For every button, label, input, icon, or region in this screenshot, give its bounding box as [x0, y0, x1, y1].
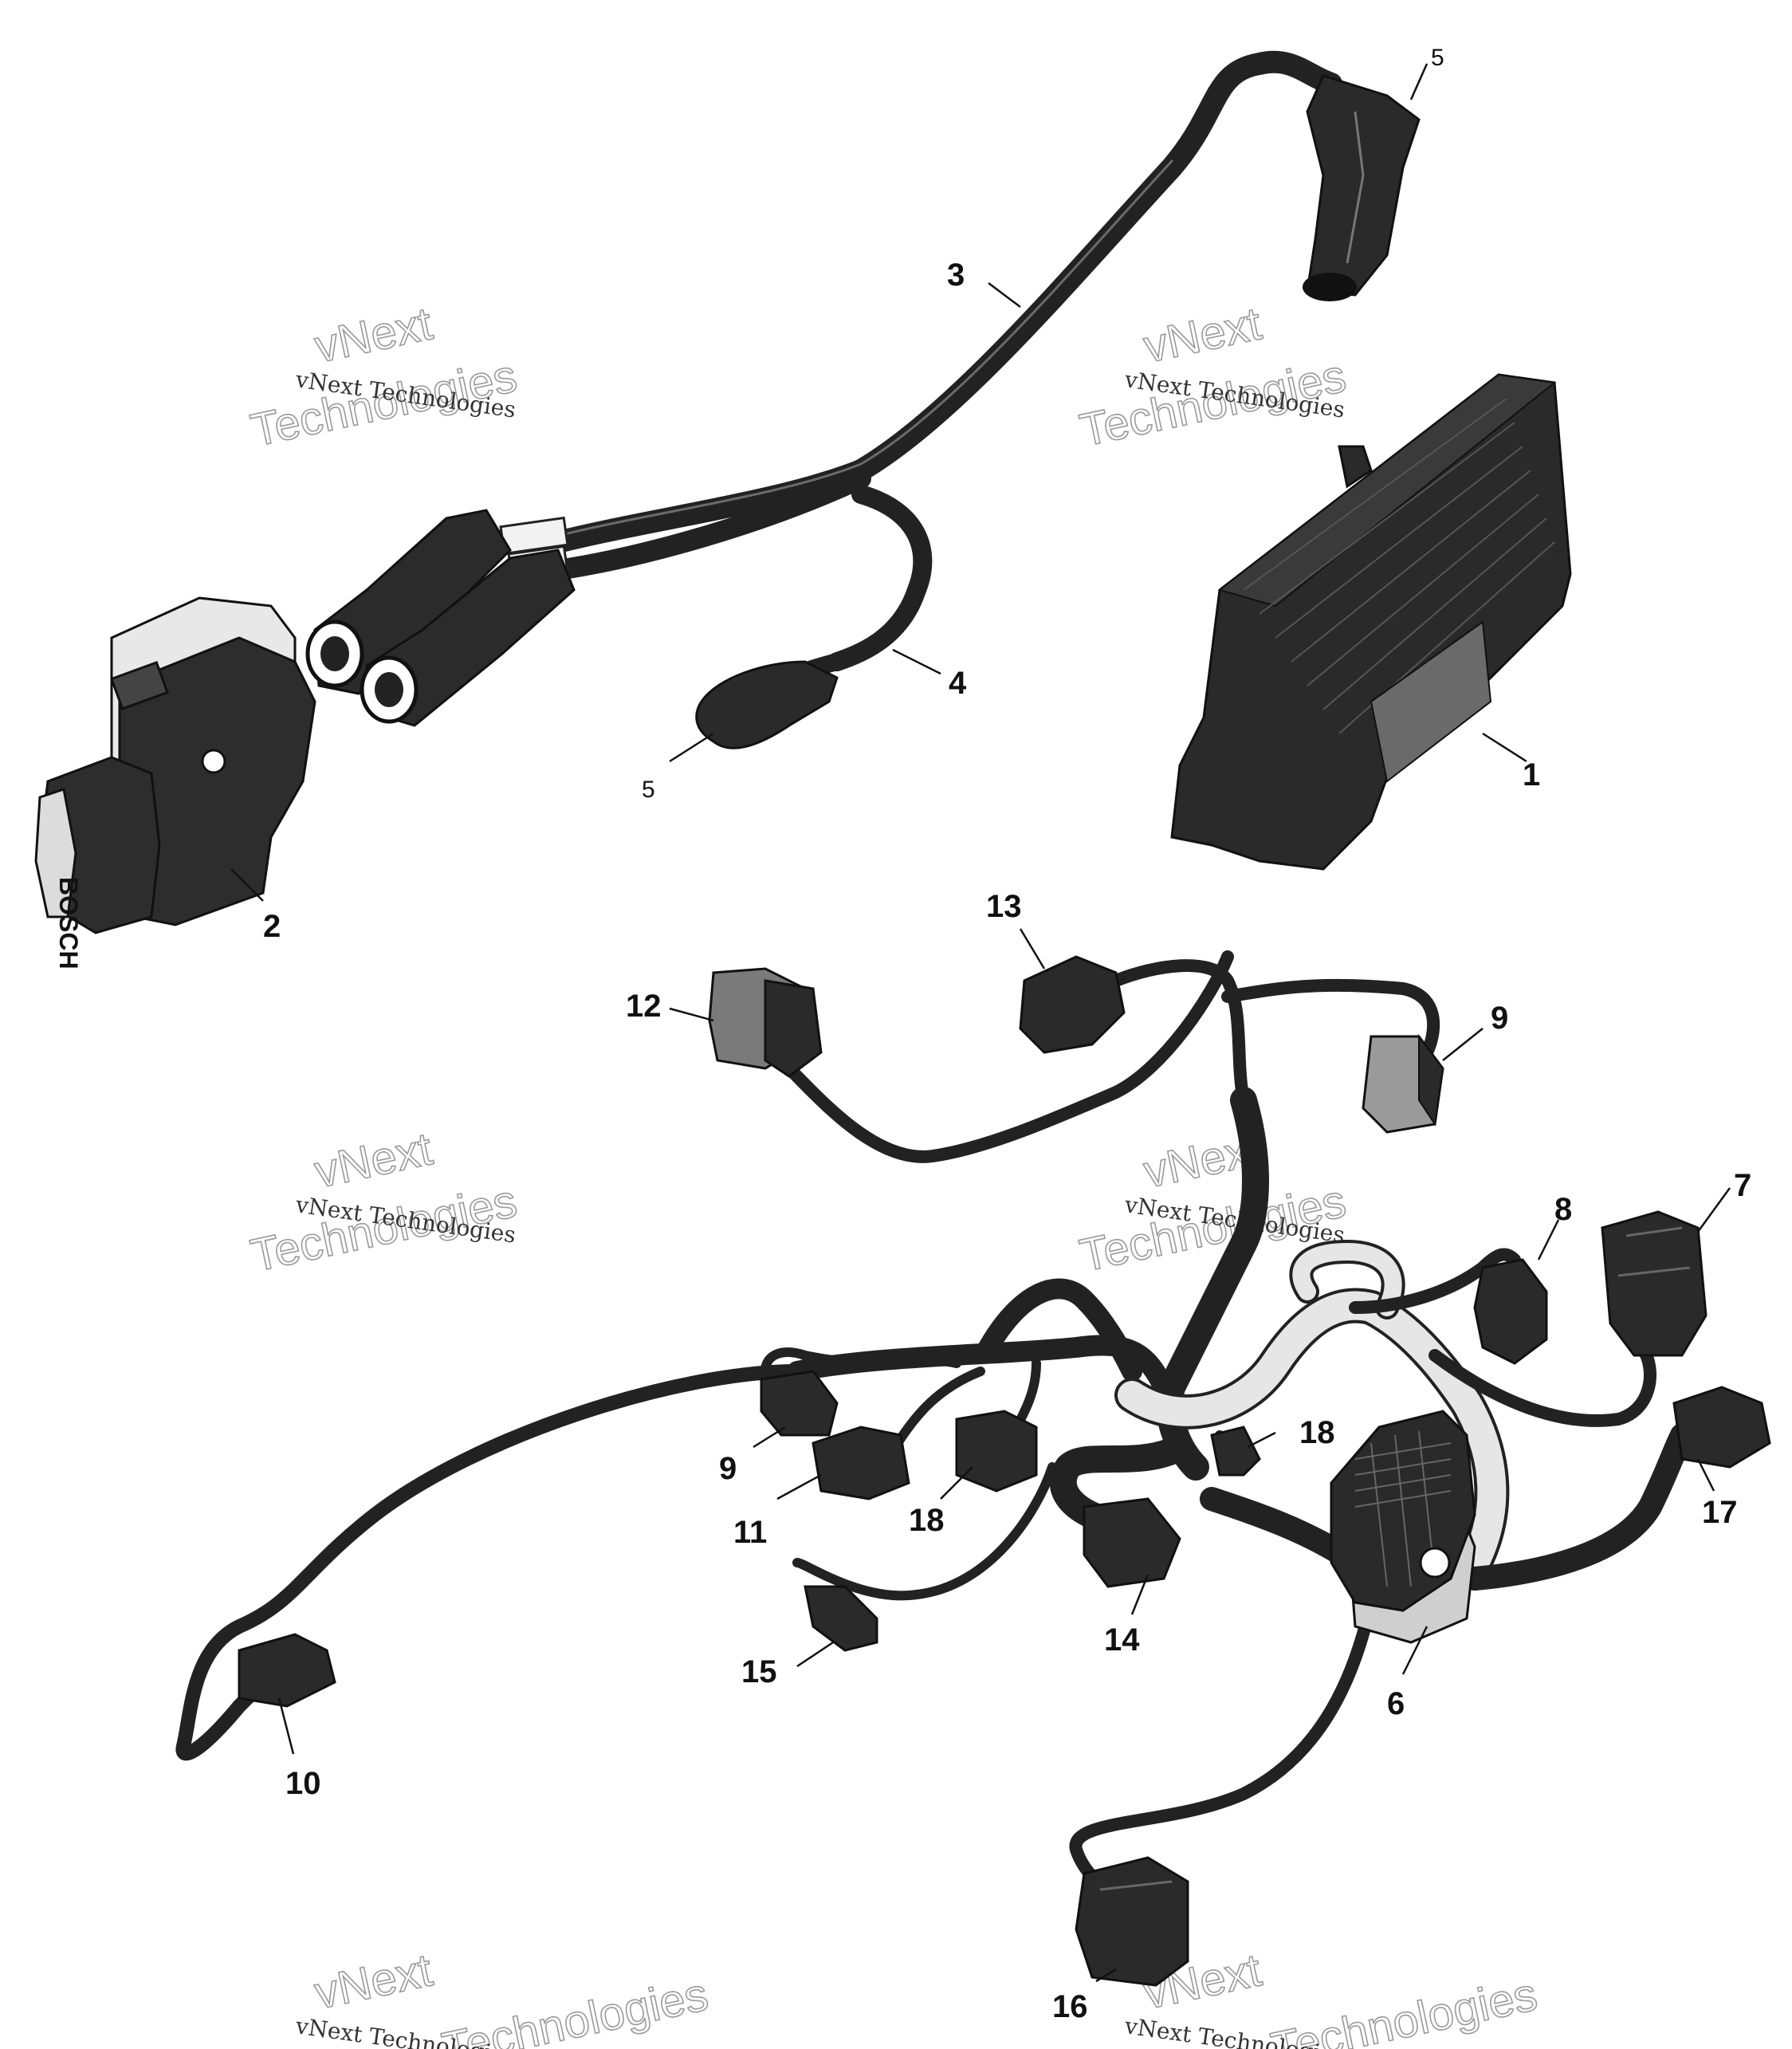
connector-11: [812, 1426, 910, 1500]
callout-2: 2: [263, 909, 281, 944]
leader-5-bottom: [669, 732, 714, 763]
connector-14: [1083, 1497, 1181, 1588]
callout-17: 17: [1702, 1495, 1738, 1530]
callout-7: 7: [1734, 1168, 1751, 1203]
leader-7: [1696, 1187, 1731, 1233]
connector-12: [708, 967, 823, 1078]
connector-15: [804, 1585, 878, 1652]
watermark-outline-vnext: vNext: [1139, 297, 1266, 372]
leader-9-bottom: [753, 1426, 786, 1449]
callout-6: 6: [1387, 1686, 1405, 1721]
watermark-outline-tech: Technologies: [438, 1968, 713, 2049]
connector-7: [1601, 1210, 1708, 1357]
ignition-cable-4: [695, 485, 933, 749]
callout-18-left: 18: [909, 1503, 945, 1538]
leader-17: [1696, 1458, 1715, 1492]
callout-18-right: 18: [1299, 1415, 1335, 1450]
svg-text:BOSCH: BOSCH: [54, 877, 83, 969]
connector-10: [238, 1633, 336, 1708]
leader-15: [796, 1641, 834, 1668]
leader-9-top: [1442, 1028, 1484, 1061]
boot-pair: [305, 509, 576, 727]
callout-labels: 1 2 3 4 5 5 6 7 8 9 9 10 11 12 13 14 15 …: [263, 45, 1751, 2024]
callout-1: 1: [1523, 757, 1540, 792]
ignition-coil: BOSCH: [34, 596, 316, 969]
leader-12: [669, 1007, 714, 1022]
connector-18-left: [955, 1410, 1038, 1493]
callout-14: 14: [1104, 1622, 1140, 1658]
callout-9-bottom: 9: [719, 1451, 737, 1486]
connector-8: [1473, 1258, 1548, 1365]
spark-plug-boot-top: [1303, 74, 1421, 301]
connector-17: [1672, 1386, 1771, 1469]
leader-lines: [230, 63, 1731, 1983]
leader-13: [1019, 928, 1046, 969]
connector-13: [1019, 955, 1126, 1054]
callout-12: 12: [626, 989, 662, 1024]
watermark-outline-tech: Technologies: [1267, 1968, 1542, 2049]
callout-13: 13: [986, 889, 1022, 924]
callout-5-bottom: 5: [642, 777, 655, 803]
leader-3: [988, 282, 1021, 308]
leader-5-top: [1409, 63, 1428, 100]
callout-15: 15: [741, 1654, 777, 1689]
callout-8: 8: [1554, 1192, 1572, 1227]
leader-10: [277, 1697, 295, 1755]
connector-9-bottom: [760, 1370, 839, 1437]
watermark-top-left: vNext Technologies vNext Technologies: [246, 297, 521, 458]
ecm-module: [1170, 373, 1572, 871]
callout-3: 3: [947, 258, 965, 293]
callout-10: 10: [285, 1766, 321, 1801]
leader-2: [230, 868, 264, 902]
watermark-bottom-left: vNext Technologies vNext Technologies: [293, 1944, 713, 2049]
leader-8: [1537, 1219, 1560, 1260]
watermark-outline-vnext: vNext: [310, 297, 437, 372]
callout-9-top: 9: [1491, 1001, 1508, 1036]
connector-16: [1075, 1856, 1189, 1987]
watermark-mid-left: vNext Technologies vNext Technologies: [246, 1123, 521, 1283]
leader-18-right: [1247, 1431, 1276, 1449]
connector-9-top: [1362, 1034, 1444, 1134]
leader-14: [1130, 1574, 1149, 1615]
connector-18-right: [1210, 1426, 1261, 1477]
callout-5-top: 5: [1431, 45, 1444, 71]
watermark-outline-vnext: vNext: [310, 1944, 437, 2019]
leader-1: [1482, 732, 1527, 763]
leader-16: [1095, 1968, 1117, 1983]
callout-16: 16: [1052, 1989, 1088, 2024]
leader-6: [1401, 1626, 1428, 1675]
harness-ecm-connector: [1330, 1410, 1476, 1644]
callout-4: 4: [949, 666, 967, 701]
leader-18-left: [940, 1466, 973, 1500]
leader-4: [892, 648, 941, 675]
leader-11: [776, 1473, 822, 1500]
watermark-top-right: vNext Technologies vNext Technologies: [1075, 297, 1350, 458]
main-wiring-harness: [175, 950, 1694, 1904]
watermark-outline-vnext: vNext: [310, 1123, 437, 1198]
callout-11: 11: [733, 1515, 767, 1550]
